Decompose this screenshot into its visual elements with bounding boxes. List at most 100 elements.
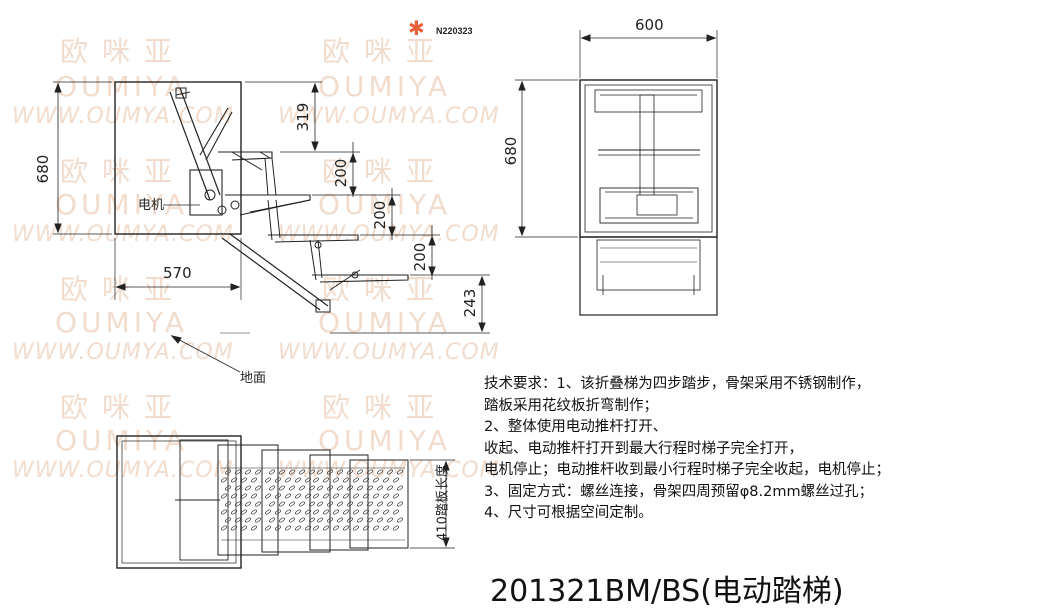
tread-slot — [313, 493, 319, 499]
tread-slot — [393, 477, 399, 483]
tread-slot — [231, 493, 237, 499]
tread-slot — [323, 509, 329, 515]
tread-slot — [317, 485, 323, 491]
top-view — [116, 435, 455, 569]
tread-slot — [275, 477, 281, 483]
tread-slot — [363, 477, 369, 483]
tread-slot — [387, 485, 393, 491]
tread-slot — [235, 469, 241, 475]
note-line: 电机停止；电动推杆收到最小行程时梯子完全收起，电机停止； — [484, 462, 890, 478]
front-view — [515, 30, 718, 316]
tread-slot — [343, 525, 349, 531]
tread-slot — [377, 485, 383, 491]
tread-slot — [295, 477, 301, 483]
tread-slot — [333, 509, 339, 515]
tread-slot — [289, 485, 295, 491]
tread-slot — [299, 469, 305, 475]
tread-slot — [231, 509, 237, 515]
tread-slot — [279, 485, 285, 491]
tread-slot — [269, 469, 275, 475]
note-line: 3、固定方式：螺丝连接，骨架四周预留φ8.2mm螺丝过孔； — [484, 483, 874, 500]
tread-slot — [323, 493, 329, 499]
tread-slot — [309, 517, 315, 523]
tread-pattern — [221, 469, 403, 531]
tread-slot — [333, 525, 339, 531]
tread-slot — [285, 493, 291, 499]
front-height-dim: 680 — [502, 136, 520, 166]
tread-slot — [251, 509, 257, 515]
tread-slot — [363, 509, 369, 515]
note-line: 技术要求：1、该折叠梯为四步踏步，骨架采用不锈钢制作， — [484, 376, 871, 392]
tread-slot — [255, 469, 261, 475]
tread-slot — [313, 509, 319, 515]
tread-slot — [393, 493, 399, 499]
tread-slot — [285, 477, 291, 483]
tread-slot — [373, 509, 379, 515]
tread-slot — [299, 501, 305, 507]
tread-slot — [305, 493, 311, 499]
tread-slot — [387, 501, 393, 507]
note-line: 踏板采用花纹板折弯制作； — [484, 397, 658, 414]
tread-slot — [397, 485, 403, 491]
tread-slot — [323, 525, 329, 531]
tread-slot — [327, 469, 333, 475]
tread-slot — [317, 517, 323, 523]
tread-slot — [373, 493, 379, 499]
tread-slot — [245, 501, 251, 507]
tread-slot — [353, 493, 359, 499]
tread-slot — [367, 485, 373, 491]
tread-slot — [377, 517, 383, 523]
tread-slot — [347, 485, 353, 491]
tread-slot — [241, 525, 247, 531]
tread-slot — [295, 525, 301, 531]
model-title: 201321BM/BS(电动踏梯) — [490, 574, 844, 609]
tread-slot — [241, 477, 247, 483]
tread-slot — [363, 525, 369, 531]
tread-slot — [275, 525, 281, 531]
tread-slot — [265, 493, 271, 499]
tread-slot — [269, 485, 275, 491]
tread-slot — [337, 469, 343, 475]
tread-slot — [357, 517, 363, 523]
ground-label: 地面 — [240, 371, 267, 386]
tread-slot — [367, 501, 373, 507]
tread-slot — [269, 517, 275, 523]
tread-slot — [397, 517, 403, 523]
cabinet-outline — [114, 81, 242, 235]
tread-slot — [377, 469, 383, 475]
asterisk-logo-icon: ✱ — [408, 16, 425, 40]
tread-slot — [353, 525, 359, 531]
tread-slot — [397, 469, 403, 475]
tread-slot — [221, 477, 227, 483]
tread-slot — [245, 469, 251, 475]
tread-slot — [269, 501, 275, 507]
tread-slot — [309, 485, 315, 491]
tread-slot — [353, 509, 359, 515]
tread-slot — [337, 517, 343, 523]
tread-slot — [295, 493, 301, 499]
tread-slot — [221, 493, 227, 499]
tread-slot — [275, 493, 281, 499]
tread-slot — [279, 501, 285, 507]
tread-slot — [279, 517, 285, 523]
dim-319: 319 — [294, 102, 312, 132]
tread-slot — [275, 509, 281, 515]
tread-slot — [313, 477, 319, 483]
tread-slot — [235, 501, 241, 507]
tread-slot — [397, 501, 403, 507]
tread-slot — [337, 501, 343, 507]
step-dim-2: 200 — [371, 200, 389, 230]
tread-slot — [367, 469, 373, 475]
tread-slot — [305, 525, 311, 531]
tread-slot — [343, 493, 349, 499]
tread-slot — [251, 477, 257, 483]
tread-slot — [265, 477, 271, 483]
bottom-dim-243: 243 — [461, 288, 479, 318]
tread-slot — [327, 517, 333, 523]
note-line: 4、尺寸可根据空间定制。 — [484, 505, 653, 521]
tread-slot — [241, 509, 247, 515]
tread-slot — [363, 493, 369, 499]
tread-slot — [255, 501, 261, 507]
tread-slot — [289, 469, 295, 475]
note-line: 2、整体使用电动推杆打开、 — [484, 419, 668, 435]
